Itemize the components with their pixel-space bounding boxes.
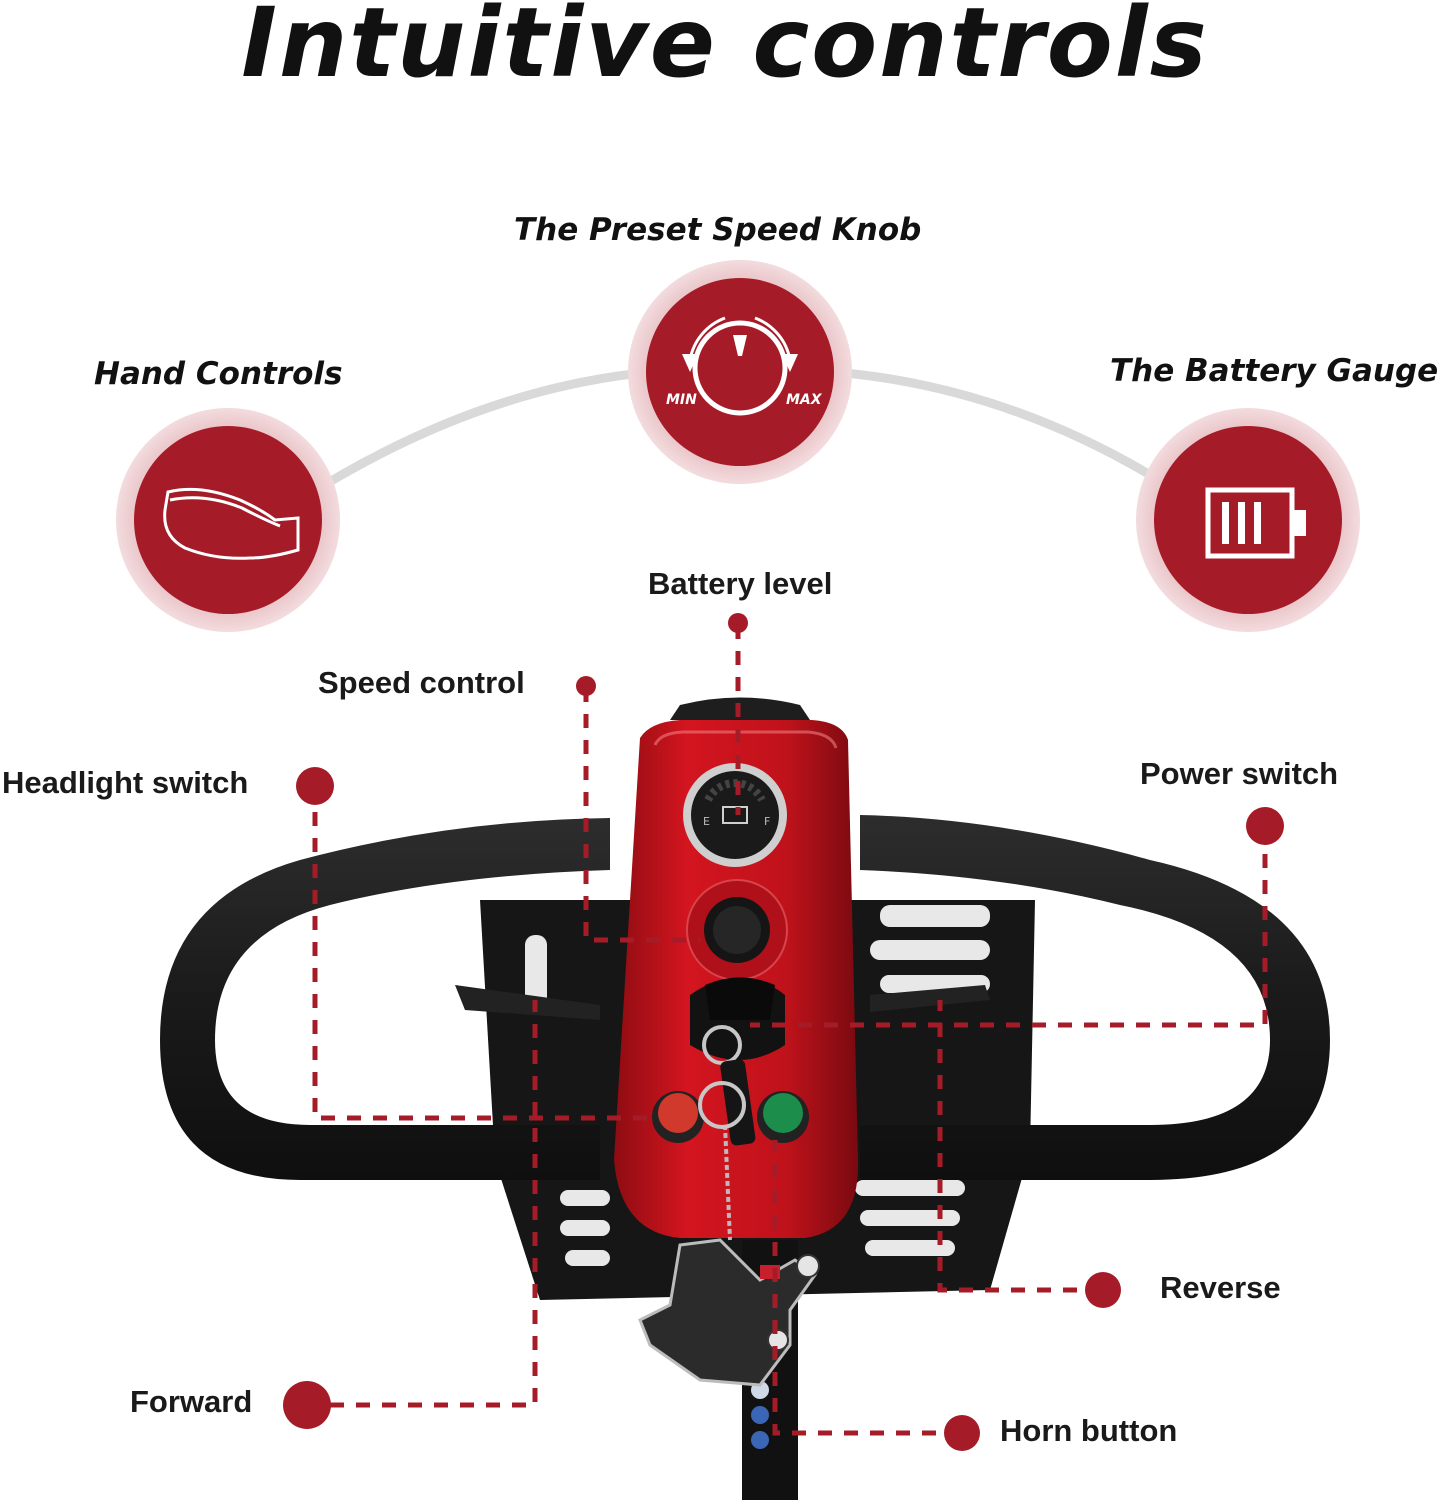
speed-control-dot [576, 676, 596, 696]
forward-lever [870, 985, 990, 1012]
horn-button-dot [944, 1415, 980, 1451]
gauge-full-mark: F [764, 815, 770, 828]
headlight-switch-dot [296, 767, 334, 805]
horn-button-leader [772, 1140, 962, 1436]
reverse-lever [455, 985, 600, 1020]
power-switch-dot [1246, 807, 1284, 845]
speed-control-label: Speed control [318, 665, 525, 700]
reverse-leader [937, 1000, 1103, 1293]
gauge-empty-mark: E [703, 815, 710, 828]
hand-controls-label: Hand Controls [94, 356, 343, 392]
forward-leader [330, 1000, 538, 1408]
forward-label: Forward [130, 1384, 253, 1419]
reverse-label: Reverse [1160, 1270, 1281, 1305]
speed-control-leader [583, 688, 700, 943]
page-title: Intuitive controls [241, 0, 1209, 99]
speed-knob-max-label: MAX [786, 392, 823, 408]
reverse-dot [1085, 1272, 1121, 1308]
horn-button-label: Horn button [1000, 1413, 1178, 1448]
tiller-control-panel: E F [614, 697, 859, 1241]
headlight-switch-label: Headlight switch [2, 765, 249, 800]
headlight-switch-leader [312, 786, 655, 1121]
hand-controls-feature-icon [116, 408, 340, 632]
power-switch-leader [750, 828, 1268, 1028]
forward-dot [283, 1381, 331, 1429]
battery-level-dot [728, 613, 748, 633]
speed-knob-feature-icon [628, 260, 852, 484]
battery-level-label: Battery level [648, 566, 833, 601]
speed-knob-min-label: MIN [666, 392, 697, 408]
handlebar-grip [160, 818, 610, 1180]
power-switch-label: Power switch [1140, 756, 1339, 791]
speed-knob-label: The Preset Speed Knob [514, 212, 922, 248]
handlebar-grip [860, 815, 1330, 1180]
battery-gauge-feature-icon [1136, 408, 1360, 632]
battery-gauge-label: The Battery Gauge [1110, 353, 1439, 389]
